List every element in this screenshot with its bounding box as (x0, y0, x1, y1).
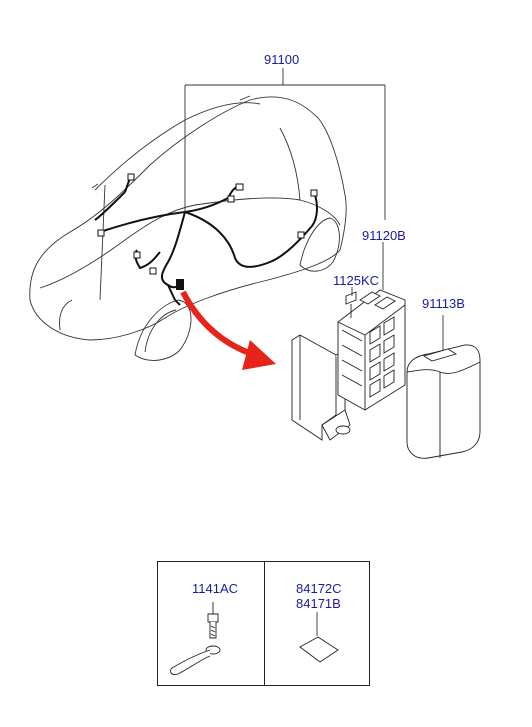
label-1141ac[interactable]: 1141AC (192, 581, 239, 596)
ground-bolt-1141ac (169, 602, 221, 675)
label-1125kc[interactable]: 1125KC (333, 273, 380, 288)
junction-box-location-marker (176, 279, 184, 290)
car-body-outline (29, 95, 347, 361)
label-91120b[interactable]: 91120B (362, 228, 406, 243)
screw-1125kc (345, 291, 357, 318)
label-91100[interactable]: 91100 (264, 52, 300, 67)
label-84172c[interactable]: 84172C (296, 581, 342, 596)
detail-frame (157, 561, 370, 686)
wiring-harness (94, 177, 318, 306)
pad-84172c (299, 636, 339, 663)
junction-box (291, 289, 406, 441)
junction-cover (406, 344, 481, 459)
location-arrow (180, 290, 276, 370)
harness-connectors (97, 173, 318, 275)
label-91113b[interactable]: 91113B (422, 296, 465, 311)
label-84171b[interactable]: 84171B (296, 596, 341, 611)
leader-91100 (184, 68, 386, 220)
